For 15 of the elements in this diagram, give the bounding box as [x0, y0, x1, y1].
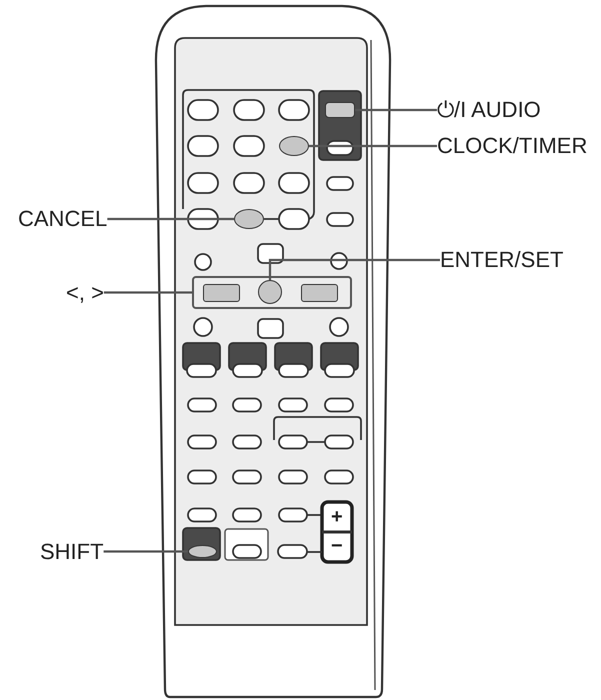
callout-label: ⏻/I AUDIO: [437, 97, 541, 123]
callout-label: SHIFT: [40, 538, 104, 564]
leader-line: [268, 258, 440, 280]
leader-line: [355, 108, 437, 112]
minus-sign: −: [331, 536, 343, 556]
leader-line: [104, 291, 192, 294]
callout-label: CLOCK/TIMER: [437, 133, 588, 159]
arrow-key-frame: [192, 276, 352, 309]
callout-label: <, >: [66, 280, 104, 306]
leader-line: [104, 550, 188, 553]
callout-label: ENTER/SET: [440, 247, 564, 273]
leader-line: [309, 144, 437, 148]
callout-label: CANCEL: [18, 206, 108, 232]
plus-sign: +: [331, 507, 343, 527]
audio-button: [325, 102, 355, 118]
